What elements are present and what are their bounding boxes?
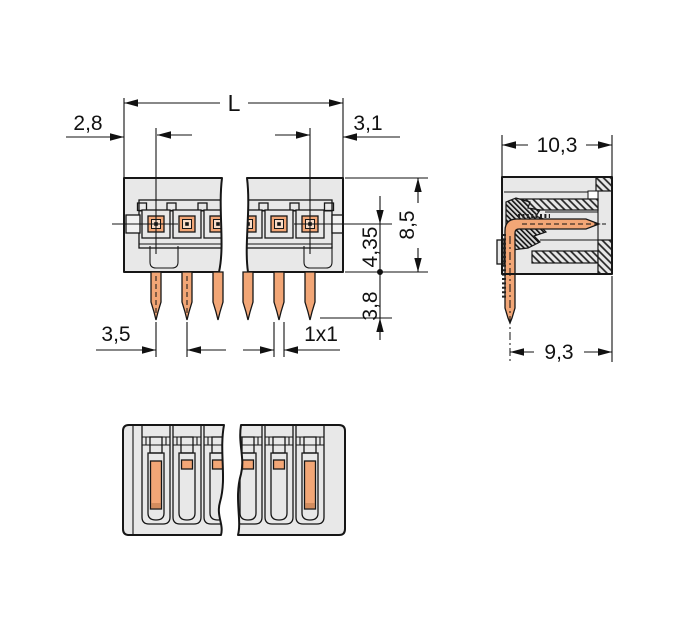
dim-right-offset-label: 3,1 (353, 112, 382, 135)
pin-slot-6 (295, 425, 325, 525)
pin-slot-2 (172, 425, 202, 525)
pin-leg-4 (242, 271, 254, 321)
dim-pin-cross-section-label: 1x1 (304, 323, 338, 346)
copper-bar-short-5 (272, 459, 286, 470)
pin-leg-5 (273, 271, 285, 321)
pin-leg-6 (304, 271, 316, 321)
dim-left-offset-label: 2,8 (73, 112, 102, 135)
copper-bar-short-4 (241, 459, 255, 470)
front-dimensions: L 2,8 3,1 8,5 4,35 3,8 3,5 1x1 (66, 90, 428, 357)
bottom-body-left-outline (122, 424, 225, 536)
dim-pin-pitch-label: 3,5 (101, 323, 130, 346)
dim-body-height-label: 8,5 (396, 210, 419, 239)
dimension-chain-dot (377, 269, 383, 275)
pin-leg-3 (212, 271, 224, 321)
section-hatch-lower (531, 250, 599, 264)
section-hatch-top-corner (595, 176, 613, 192)
solder-pins-front (150, 271, 316, 321)
front-body-right-outline (245, 177, 344, 273)
dim-pin-to-back-label: 9,3 (544, 341, 573, 364)
section-hatch-back (597, 239, 613, 275)
copper-bar-long-6 (303, 460, 317, 510)
dim-pin-protrusion-label: 3,8 (359, 291, 382, 320)
side-dimensions: 10,3 9,3 (501, 134, 613, 364)
copper-bar-short-2 (180, 459, 194, 470)
bent-solder-pin (504, 218, 601, 325)
side-view (496, 176, 613, 362)
dim-overall-depth-label: 10,3 (537, 134, 578, 157)
side-body-outline (501, 176, 613, 275)
latch-right (303, 246, 333, 269)
bottom-view (122, 424, 346, 536)
pin-slot-1 (141, 425, 171, 525)
bottom-body-right-outline (237, 424, 346, 536)
dim-overall-length-label: L (228, 90, 241, 116)
dim-pin-center-to-bottom-label: 4,35 (359, 227, 382, 268)
latch-left (149, 246, 179, 269)
pin-slot-5 (264, 425, 294, 525)
copper-bar-long-1 (149, 460, 163, 510)
pin-contact-5 (264, 209, 294, 239)
bottom-internals (132, 425, 325, 535)
